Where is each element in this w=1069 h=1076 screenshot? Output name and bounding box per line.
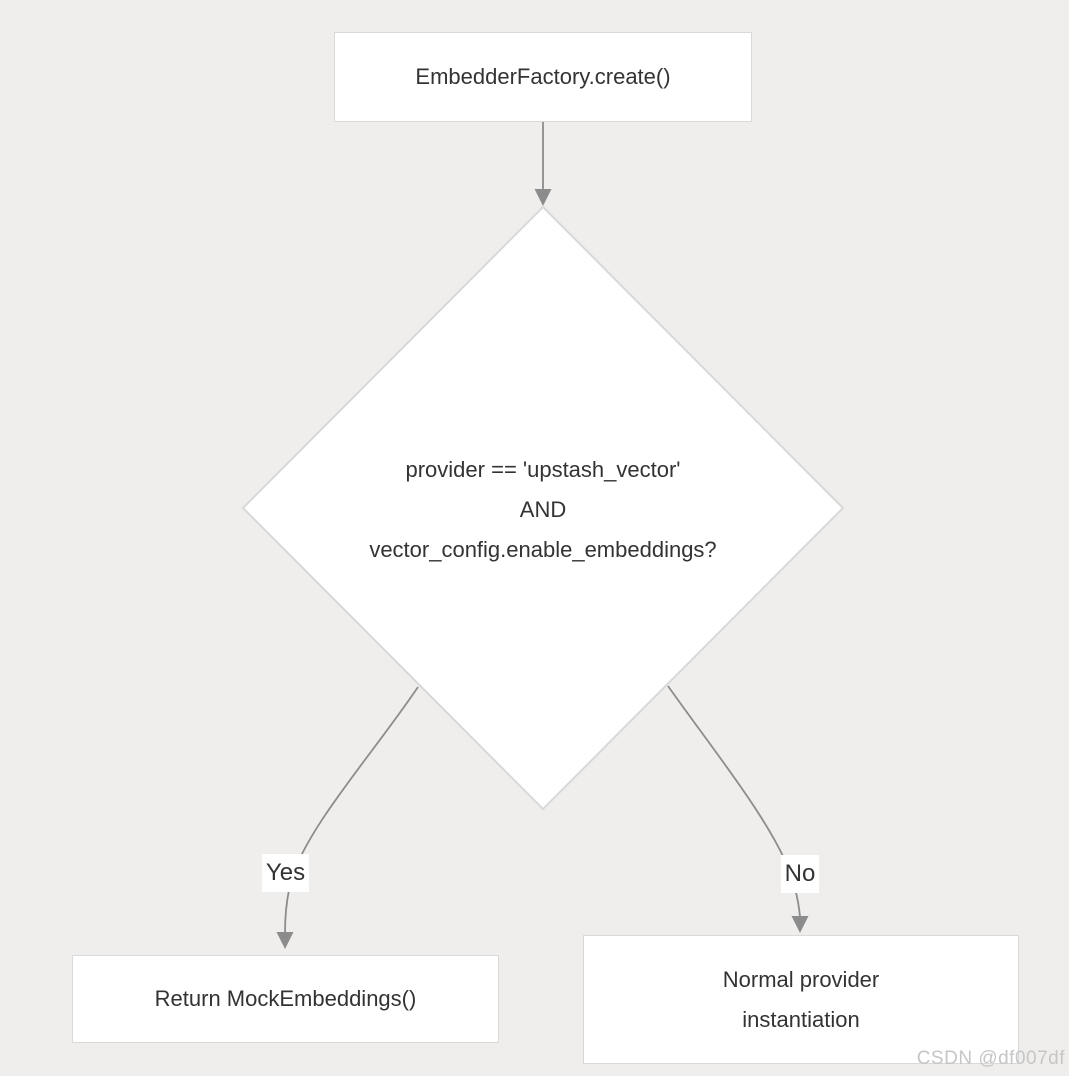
decision-diamond-shape xyxy=(241,205,845,811)
edge-label-yes: Yes xyxy=(262,854,309,892)
yes-result-node: Return MockEmbeddings() xyxy=(72,955,499,1043)
edge-label-no-text: No xyxy=(784,860,816,887)
start-node-label: EmbedderFactory.create() xyxy=(415,64,671,89)
decision-line-condition: provider == 'upstash_vector' xyxy=(405,457,681,482)
edge-decision-to-yes-node xyxy=(284,686,419,934)
edge-label-yes-text: Yes xyxy=(265,859,306,886)
no-result-label-line1: Normal provider xyxy=(722,966,880,992)
edge-decision-to-no-node xyxy=(667,685,801,918)
decision-line-operator: AND xyxy=(519,497,567,522)
arrowhead-yes-icon xyxy=(276,932,294,949)
arrowhead-no-icon xyxy=(791,916,809,933)
decision-line-config: vector_config.enable_embeddings? xyxy=(369,537,717,562)
decision-node-text: provider == 'upstash_vector' AND vector_… xyxy=(243,450,843,570)
watermark-text: CSDN @df007df xyxy=(916,1048,1065,1069)
arrowhead-down-icon xyxy=(534,189,552,206)
no-result-label-line2: instantiation xyxy=(742,1006,860,1032)
watermark: CSDN @df007df xyxy=(917,1048,1065,1070)
start-node: EmbedderFactory.create() xyxy=(334,32,752,122)
edge-label-no: No xyxy=(781,855,819,893)
no-result-node: Normal provider instantiation xyxy=(583,935,1019,1064)
yes-result-label: Return MockEmbeddings() xyxy=(154,986,417,1011)
